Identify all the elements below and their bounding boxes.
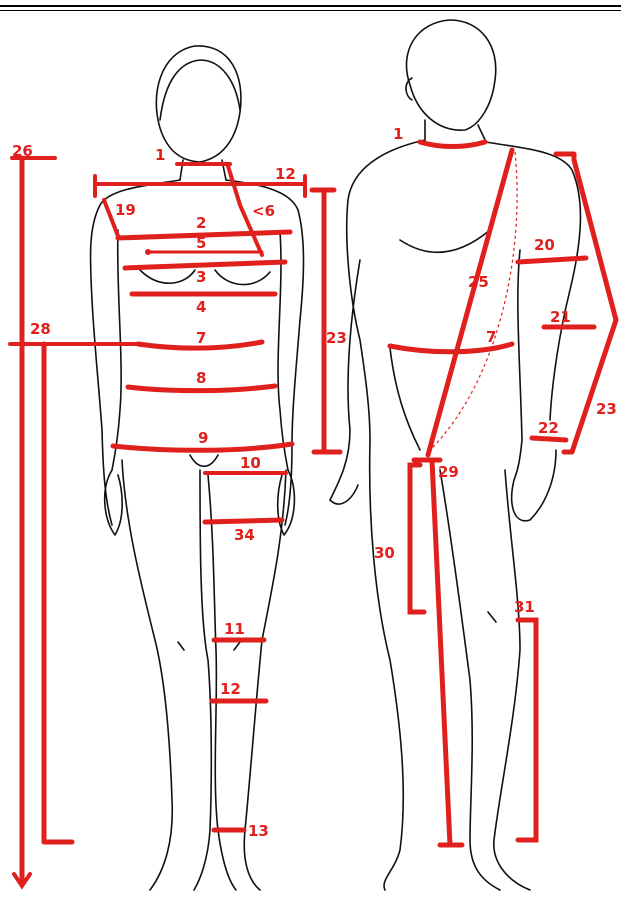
label-female-12: 12 (275, 165, 296, 183)
male-right-hand (512, 450, 556, 521)
label-female-4: 4 (196, 298, 206, 316)
label-male-23: 23 (596, 400, 617, 418)
female-torso-left (90, 180, 180, 525)
female-hair (160, 60, 240, 120)
measure-female-bust-dot (145, 249, 151, 255)
measure-male-lower-leg (518, 620, 536, 840)
measure-male-wrist (532, 438, 566, 440)
label-female-9: 9 (198, 429, 208, 447)
female-right-arm-inner (278, 232, 288, 470)
male-measurements (390, 142, 616, 845)
male-right-arm-inner (514, 250, 522, 480)
label-male-29: 29 (438, 463, 459, 481)
label-male-7: 7 (486, 328, 496, 346)
label-female-23: 23 (326, 329, 347, 347)
label-female-6: <6 (252, 202, 275, 220)
label-female-11: 11 (224, 620, 245, 638)
measure-male-thigh-length (410, 465, 424, 612)
male-figure (330, 20, 580, 890)
male-front-leg (494, 470, 530, 890)
female-figure (90, 46, 303, 890)
male-back-leg (370, 440, 404, 890)
label-male-31: 31 (514, 598, 535, 616)
label-male-21: 21 (550, 308, 571, 326)
label-female-10: 10 (240, 454, 261, 472)
label-female-1: 1 (155, 146, 165, 164)
label-male-20: 20 (534, 236, 555, 254)
label-female-26: 26 (12, 142, 33, 160)
measure-male-diagonal (428, 150, 512, 455)
label-female-12b: 12 (220, 680, 241, 698)
label-male-30: 30 (374, 544, 395, 562)
female-labels: 1 12 19 2 <6 5 3 4 23 26 28 7 8 9 10 34 … (12, 142, 347, 840)
male-chest (400, 230, 490, 252)
label-female-28: 28 (30, 320, 51, 338)
male-head (406, 20, 495, 130)
label-male-1: 1 (393, 125, 403, 143)
label-female-34: 34 (234, 526, 255, 544)
male-left-arm (330, 260, 360, 500)
female-knees (178, 642, 240, 650)
label-female-5: 5 (196, 234, 206, 252)
male-back (347, 140, 425, 440)
female-inner-left-leg (194, 470, 211, 890)
label-female-7: 7 (196, 329, 206, 347)
female-crotch (190, 455, 218, 466)
label-female-2: 2 (196, 214, 206, 232)
female-left-leg (122, 460, 172, 890)
measure-male-neck (420, 142, 485, 147)
label-female-3: 3 (196, 268, 206, 286)
female-head (156, 46, 241, 162)
label-female-13: 13 (248, 822, 269, 840)
label-female-19: 19 (115, 201, 136, 219)
measure-female-thigh (205, 520, 282, 522)
label-male-22: 22 (538, 419, 559, 437)
female-left-arm-inner (112, 230, 121, 470)
label-female-8: 8 (196, 369, 206, 387)
label-male-25: 25 (468, 273, 489, 291)
male-left-hand (330, 485, 358, 504)
male-knee (488, 612, 496, 622)
male-hip (390, 348, 420, 450)
